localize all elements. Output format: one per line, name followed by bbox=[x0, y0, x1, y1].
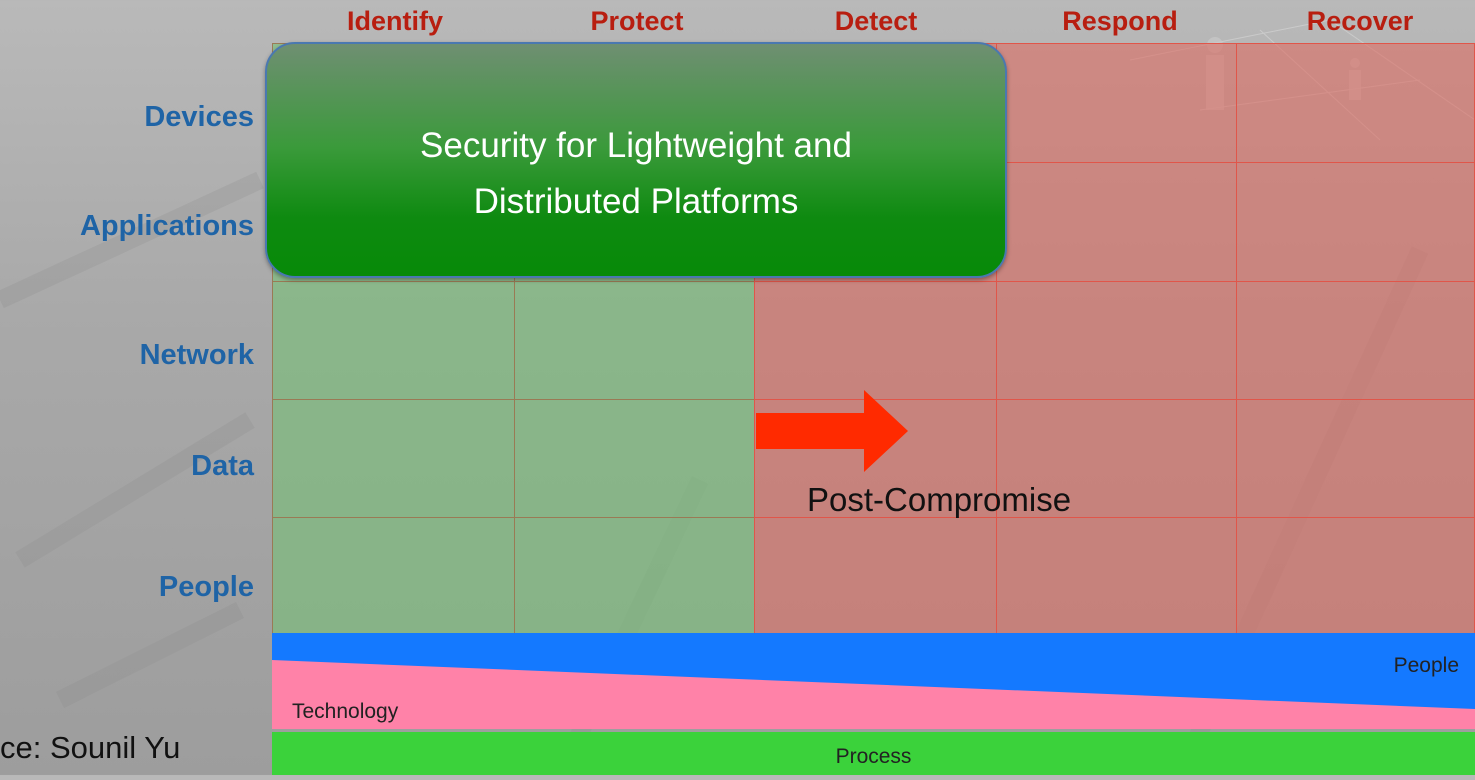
grid-cell bbox=[1236, 43, 1475, 163]
grid-cell bbox=[514, 399, 755, 518]
column-header-protect: Protect bbox=[590, 6, 684, 36]
row-header-data: Data bbox=[191, 450, 254, 482]
grid-cell bbox=[272, 281, 515, 400]
grid-cell bbox=[1236, 281, 1475, 400]
callout-text: Security for Lightweight and Distributed… bbox=[267, 118, 1005, 230]
grid-cell bbox=[996, 43, 1237, 163]
callout-line-2: Distributed Platforms bbox=[473, 182, 799, 221]
column-header-identify: Identify bbox=[346, 6, 443, 36]
grid-cell bbox=[754, 517, 997, 634]
people-technology-process-bands: People Technology Process bbox=[272, 633, 1475, 780]
column-header-recover: Recover bbox=[1306, 6, 1414, 36]
row-header-devices: Devices bbox=[144, 101, 254, 133]
people-band-label: People bbox=[1393, 654, 1459, 677]
column-header-detect: Detect bbox=[834, 6, 918, 36]
right-arrow-icon bbox=[756, 390, 908, 472]
technology-band bbox=[272, 660, 1475, 729]
post-compromise-label: Post-Compromise bbox=[807, 481, 1072, 518]
technology-band-label: Technology bbox=[292, 700, 399, 723]
callout-line-1: Security for Lightweight and bbox=[420, 126, 852, 165]
grid-cell bbox=[514, 517, 755, 634]
callout-security-lightweight-platforms: Security for Lightweight and Distributed… bbox=[265, 42, 1007, 278]
grid-cell bbox=[754, 281, 997, 400]
grid-cell bbox=[996, 517, 1237, 634]
row-header-network: Network bbox=[139, 339, 254, 371]
grid-cell bbox=[272, 517, 515, 634]
process-band bbox=[272, 732, 1475, 775]
grid-cell bbox=[272, 399, 515, 518]
grid-cell bbox=[1236, 517, 1475, 634]
grid-cell bbox=[996, 281, 1237, 400]
bands-graphic bbox=[272, 633, 1475, 775]
grid-cell bbox=[1236, 162, 1475, 282]
grid-cell bbox=[1236, 399, 1475, 518]
row-header-people: People bbox=[158, 571, 254, 603]
row-header-applications: Applications bbox=[79, 210, 254, 242]
source-credit: ce: Sounil Yu bbox=[0, 730, 181, 765]
grid-cell bbox=[996, 162, 1237, 282]
process-band-label: Process bbox=[835, 745, 912, 768]
grid-cell bbox=[996, 399, 1237, 518]
grid-cell bbox=[514, 281, 755, 400]
column-header-respond: Respond bbox=[1062, 6, 1178, 36]
